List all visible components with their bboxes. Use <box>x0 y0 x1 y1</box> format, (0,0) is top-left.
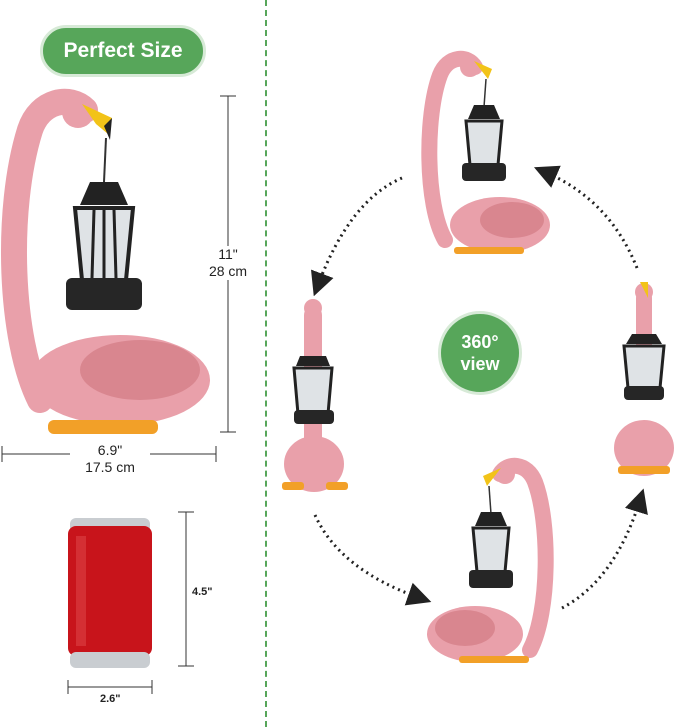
soda-can-image <box>68 518 152 668</box>
perfect-size-label: Perfect Size <box>63 39 183 62</box>
width-label: 6.9" 17.5 cm <box>70 442 150 476</box>
can-height-label: 4.5" <box>192 586 213 598</box>
360-label: 360° <box>461 332 499 352</box>
can-width-dimension-line <box>67 680 153 694</box>
arrow-bottom-left <box>313 514 432 606</box>
arrow-top-left <box>311 176 403 297</box>
can-width-label: 2.6" <box>100 693 121 705</box>
width-in: 6.9" <box>97 442 123 458</box>
section-divider <box>265 0 267 727</box>
can-height-dimension-line <box>178 511 194 667</box>
height-label: 11" 28 cm <box>198 246 258 280</box>
view-label: view <box>460 354 500 374</box>
360-view-badge: 360° view <box>438 311 522 395</box>
flamingo-view-front-left <box>282 299 348 492</box>
height-in: 11" <box>218 246 238 262</box>
width-cm: 17.5 cm <box>85 459 135 475</box>
height-cm: 28 cm <box>208 263 248 279</box>
flamingo-view-side-top <box>421 50 550 254</box>
flamingo-lantern-main <box>1 88 210 434</box>
arrow-top-right <box>533 165 639 269</box>
arrow-bottom-right <box>561 488 648 610</box>
perfect-size-badge: Perfect Size <box>40 25 206 77</box>
flamingo-view-side-bottom <box>427 457 554 663</box>
flamingo-view-back-right <box>614 282 674 476</box>
